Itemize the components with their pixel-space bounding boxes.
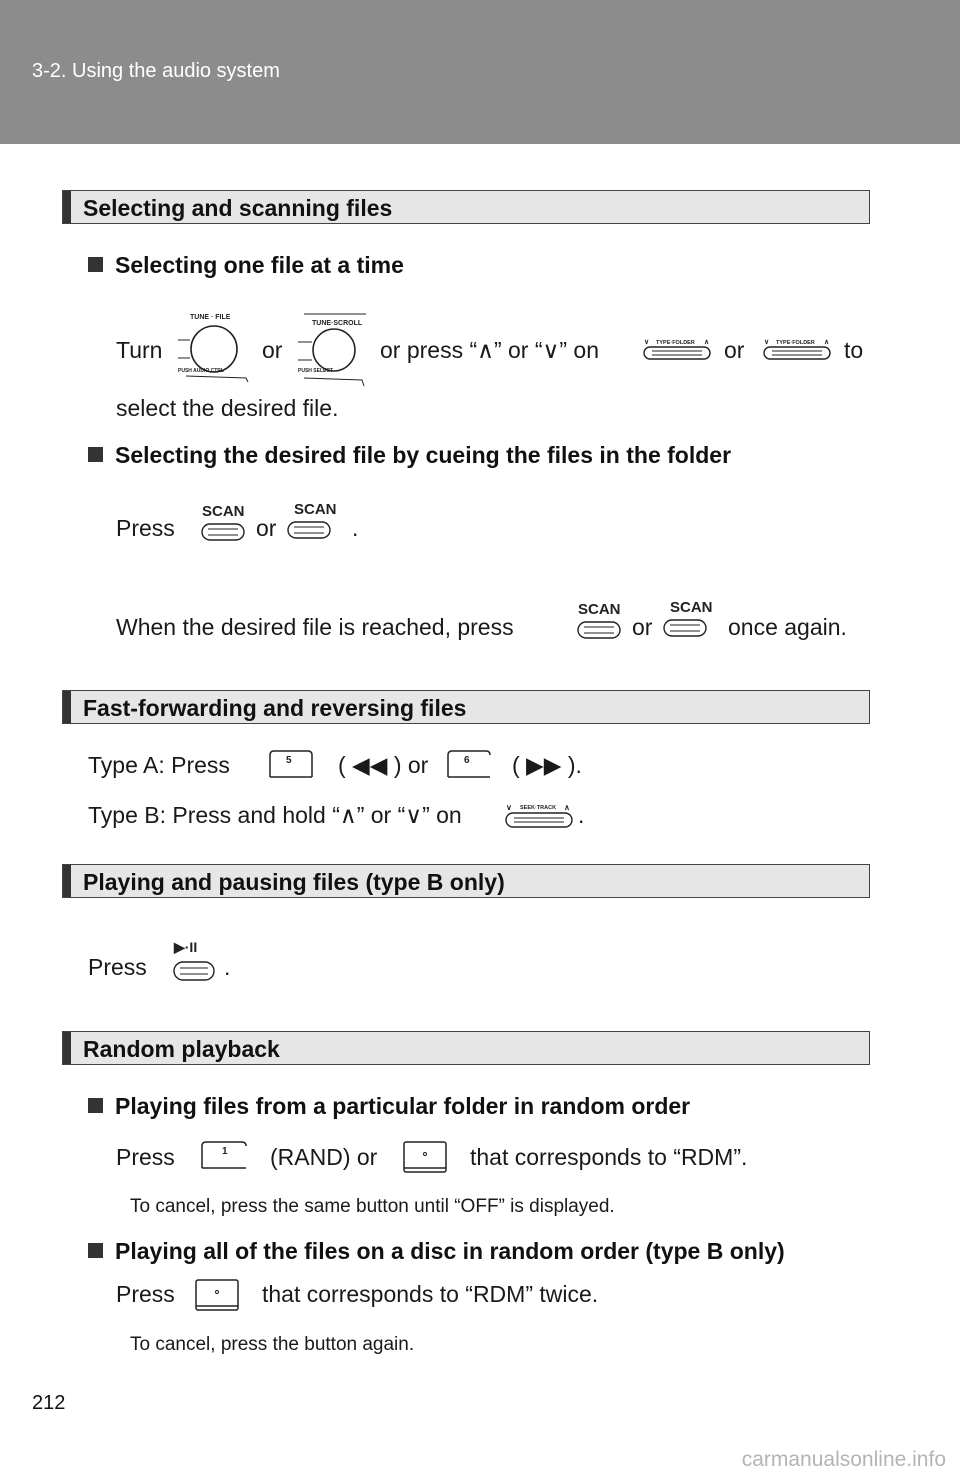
page-number: 212 <box>32 1392 66 1414</box>
rocker-label: TYPE·FOLDER <box>656 340 695 346</box>
button-number: 6 <box>464 755 470 766</box>
preset-button-blank-icon <box>402 1140 448 1174</box>
scan-button-icon: SCAN <box>662 596 712 640</box>
section-header-selecting-scanning: Selecting and scanning files <box>62 190 870 224</box>
section-header-random: Random playback <box>62 1031 870 1065</box>
svg-text:∨: ∨ <box>644 339 649 346</box>
seek-track-rocker-icon: ∨ SEEK·TRACK ∧ <box>504 800 574 830</box>
knob-label: TUNE · FILE <box>190 314 231 321</box>
text-when-reached: When the desired file is reached, press <box>116 614 514 640</box>
text-corresponds: that corresponds to “RDM”. <box>470 1144 748 1170</box>
text-turn: Turn <box>116 337 163 363</box>
preset-button-5-icon: 5 <box>268 749 314 781</box>
preset-button-blank-icon <box>194 1278 240 1312</box>
button-number: 1 <box>222 1146 228 1157</box>
svg-text:∧: ∧ <box>704 339 709 346</box>
text-period: . <box>578 802 585 828</box>
square-bullet-icon <box>88 257 103 272</box>
scan-label: SCAN <box>578 601 621 618</box>
subheading-random-disc: Playing all of the files on a disc in ra… <box>88 1238 785 1265</box>
text-to: to <box>844 337 864 363</box>
text-type-b: Type B: Press and hold “∧” or “∨” on <box>88 802 462 828</box>
square-bullet-icon <box>88 1243 103 1258</box>
preset-button-6-icon: 6 <box>446 749 492 781</box>
text-press: Press <box>88 954 147 980</box>
text-fast-forward: ( ▶▶ ). <box>512 752 582 778</box>
note-cancel-again: To cancel, press the button again. <box>130 1334 415 1355</box>
section-header-play-pause: Playing and pausing files (type B only) <box>62 864 870 898</box>
square-bullet-icon <box>88 447 103 462</box>
text-once-again: once again. <box>728 614 847 640</box>
button-number: 5 <box>286 755 292 766</box>
knob-push-label: PUSH SELECT <box>298 368 333 374</box>
scan-button-icon: SCAN <box>198 500 248 544</box>
rocker-label: TYPE·FOLDER <box>776 340 815 346</box>
svg-text:∨: ∨ <box>764 339 769 346</box>
text-type-a: Type A: Press <box>88 752 230 778</box>
text-corresponds-twice: that corresponds to “RDM” twice. <box>262 1281 599 1307</box>
text-period: . <box>224 954 231 980</box>
tune-scroll-knob-icon: TUNE·SCROLL PUSH SELECT <box>294 312 372 388</box>
text-or: or <box>632 614 653 640</box>
knob-push-label: PUSH AUDIO CTRL <box>178 368 224 374</box>
scan-label: SCAN <box>294 501 336 518</box>
text-or: or <box>256 515 277 541</box>
subheading-one-file: Selecting one file at a time <box>88 252 404 279</box>
play-pause-label: ▶·II <box>173 939 197 955</box>
knob-label: TUNE·SCROLL <box>312 320 363 327</box>
text-press: Press <box>116 1281 175 1307</box>
scan-label: SCAN <box>670 599 712 616</box>
tune-file-knob-icon: TUNE · FILE PUSH AUDIO CTRL <box>176 308 252 384</box>
breadcrumb: 3-2. Using the audio system <box>32 60 280 82</box>
note-cancel-off: To cancel, press the same button until “… <box>130 1196 615 1217</box>
type-folder-rocker-icon: ∨ TYPE·FOLDER ∧ <box>642 336 712 362</box>
section-title: Fast-forwarding and reversing files <box>83 695 467 721</box>
scan-label: SCAN <box>202 503 245 520</box>
subheading-cueing: Selecting the desired file by cueing the… <box>88 442 731 469</box>
section-header-fast-forward: Fast-forwarding and reversing files <box>62 690 870 724</box>
text-rewind: ( ◀◀ ) or <box>338 752 429 778</box>
section-title: Random playback <box>83 1036 280 1062</box>
text-rand-or: (RAND) or <box>270 1144 378 1170</box>
svg-text:∧: ∧ <box>564 803 570 812</box>
rocker-label: SEEK·TRACK <box>520 805 556 811</box>
watermark: carmanualsonline.info <box>741 1448 946 1471</box>
scan-button-icon: SCAN <box>574 598 624 642</box>
text-press: Press <box>116 1144 175 1170</box>
square-bullet-icon <box>88 1098 103 1113</box>
section-title: Playing and pausing files (type B only) <box>83 869 505 895</box>
section-title: Selecting and scanning files <box>83 195 393 221</box>
text-or: or <box>724 337 745 363</box>
text-period: . <box>352 515 359 541</box>
scan-button-icon: SCAN <box>286 498 336 542</box>
text-press: Press <box>116 515 175 541</box>
subheading-random-folder: Playing files from a particular folder i… <box>88 1093 690 1120</box>
play-pause-button-icon: ▶·II <box>170 934 220 990</box>
page-header: 3-2. Using the audio system <box>0 0 960 144</box>
preset-button-1-icon: 1 <box>200 1140 248 1172</box>
text-or-press: or press “∧” or “∨” on <box>380 337 599 363</box>
type-folder-rocker-icon: ∨ TYPE·FOLDER ∧ <box>762 336 832 362</box>
svg-text:∧: ∧ <box>824 339 829 346</box>
text-select-file: select the desired file. <box>116 395 339 421</box>
text-or: or <box>262 337 283 363</box>
svg-text:∨: ∨ <box>506 803 512 812</box>
